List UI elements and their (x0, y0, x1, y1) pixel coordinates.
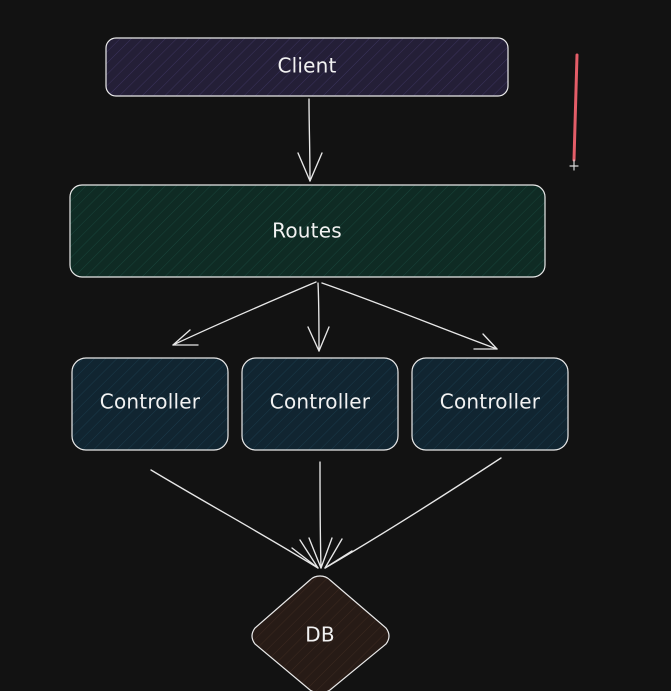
edge-routes-to-controller-3 (321, 282, 498, 350)
client-node[interactable]: Client (105, 37, 509, 97)
edge-controller-1-to-db (150, 469, 319, 569)
controller-node-1[interactable]: Controller (71, 357, 229, 451)
edge-line-controller-3-db (324, 457, 502, 569)
edge-line-client-routes (308, 98, 311, 182)
controller-label-2: Controller (270, 390, 371, 414)
db-diamond (251, 575, 390, 691)
db-node[interactable]: DB (251, 575, 390, 691)
edge-line-routes-controller-1 (172, 281, 317, 346)
client-label: Client (277, 54, 336, 78)
controller-node-2[interactable]: Controller (241, 357, 399, 451)
edge-routes-to-controller-2 (307, 282, 330, 352)
controller-box-3 (411, 357, 569, 451)
routes-label: Routes (272, 219, 342, 243)
routes-box (69, 184, 546, 278)
controller-label-3: Controller (440, 390, 541, 414)
text-cursor-icon (569, 53, 579, 171)
edge-head-controller-3-db (324, 538, 353, 569)
edge-line-routes-controller-2 (317, 282, 320, 352)
edge-head-controller-2-db (308, 537, 333, 569)
edge-head-controller-1-db (291, 539, 319, 569)
edge-head-client-routes (297, 152, 323, 182)
controller-box-2 (241, 357, 399, 451)
cursor-bar (572, 53, 579, 162)
edge-client-to-routes (297, 98, 323, 182)
edge-line-routes-controller-3 (321, 282, 498, 350)
controller-node-3[interactable]: Controller (411, 357, 569, 451)
edge-line-controller-2-db (319, 461, 322, 569)
controller-box-1 (71, 357, 229, 451)
edge-head-routes-controller-3 (473, 333, 498, 350)
client-box (105, 37, 509, 97)
edge-controller-3-to-db (324, 457, 502, 569)
db-label: DB (305, 623, 335, 647)
edge-line-controller-1-db (150, 469, 319, 569)
edge-routes-to-controller-1 (172, 281, 317, 346)
edge-controller-2-to-db (308, 461, 333, 569)
controller-label-1: Controller (100, 390, 201, 414)
edge-head-routes-controller-2 (307, 326, 330, 352)
edge-head-routes-controller-1 (172, 329, 199, 346)
routes-node[interactable]: Routes (69, 184, 546, 278)
